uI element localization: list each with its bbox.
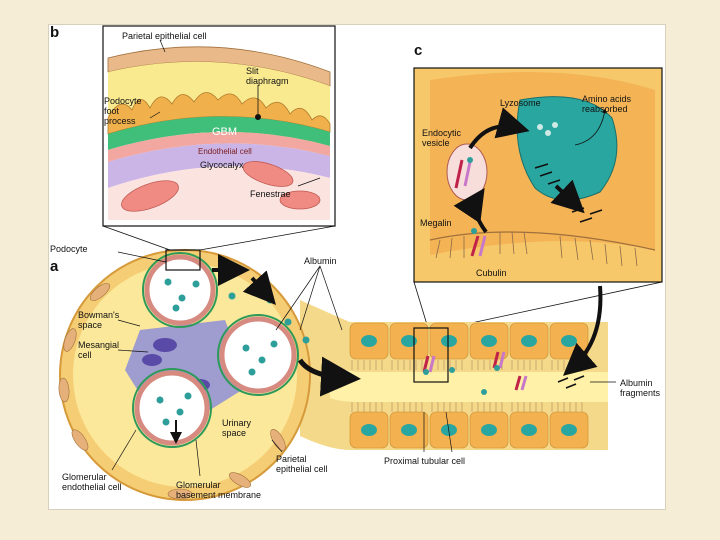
label-glomerular-basement-membrane: Glomerular basement membrane bbox=[176, 480, 262, 500]
label-glycocalyx: Glycocalyx bbox=[200, 160, 244, 170]
label-amino-acids-reabsorbed: Amino acids reabsorbed bbox=[582, 94, 632, 114]
label-parietal-epithelial-cell-b: Parietal epithelial cell bbox=[122, 31, 207, 41]
label-podocyte-foot-process: Podocyte foot process bbox=[104, 96, 142, 126]
label-slit-diaphragm: Slit diaphragm bbox=[246, 66, 289, 86]
label-podocyte: Podocyte bbox=[50, 244, 88, 254]
label-bowmans-space: Bowman's space bbox=[78, 310, 120, 330]
panel-c-inset bbox=[413, 67, 663, 283]
label-cubulin: Cubulin bbox=[476, 268, 507, 278]
label-endothelial-cell: Endothelial cell bbox=[198, 147, 252, 156]
label-proximal-tubular-cell: Proximal tubular cell bbox=[384, 456, 466, 466]
panel-b-letter: b bbox=[50, 24, 60, 41]
label-lyzosome: Lyzosome bbox=[500, 98, 541, 108]
label-fenestrae: Fenestrae bbox=[250, 189, 291, 199]
label-albumin-fragments: Albumin fragments bbox=[620, 378, 661, 398]
lysosome bbox=[516, 96, 618, 201]
panel-a-letter: a bbox=[50, 258, 59, 275]
panel-c-letter: c bbox=[414, 42, 423, 59]
gbm-band bbox=[108, 116, 330, 150]
label-albumin: Albumin bbox=[304, 256, 337, 266]
label-endocytic-vesicle: Endocytic vesicle bbox=[422, 128, 462, 148]
label-parietal-epithelial-cell-a: Parietal epithelial cell bbox=[276, 454, 328, 474]
label-urinary-space: Urinary space bbox=[222, 418, 252, 438]
label-mesangial-cell: Mesangial cell bbox=[78, 340, 120, 360]
panel-a-main bbox=[58, 249, 616, 501]
label-megalin: Megalin bbox=[420, 218, 452, 228]
panel-b-inset bbox=[102, 25, 336, 227]
foot-processes bbox=[107, 92, 331, 135]
label-glomerular-endothelial-cell: Glomerular endothelial cell bbox=[62, 472, 122, 492]
label-gbm: GBM bbox=[212, 126, 238, 138]
